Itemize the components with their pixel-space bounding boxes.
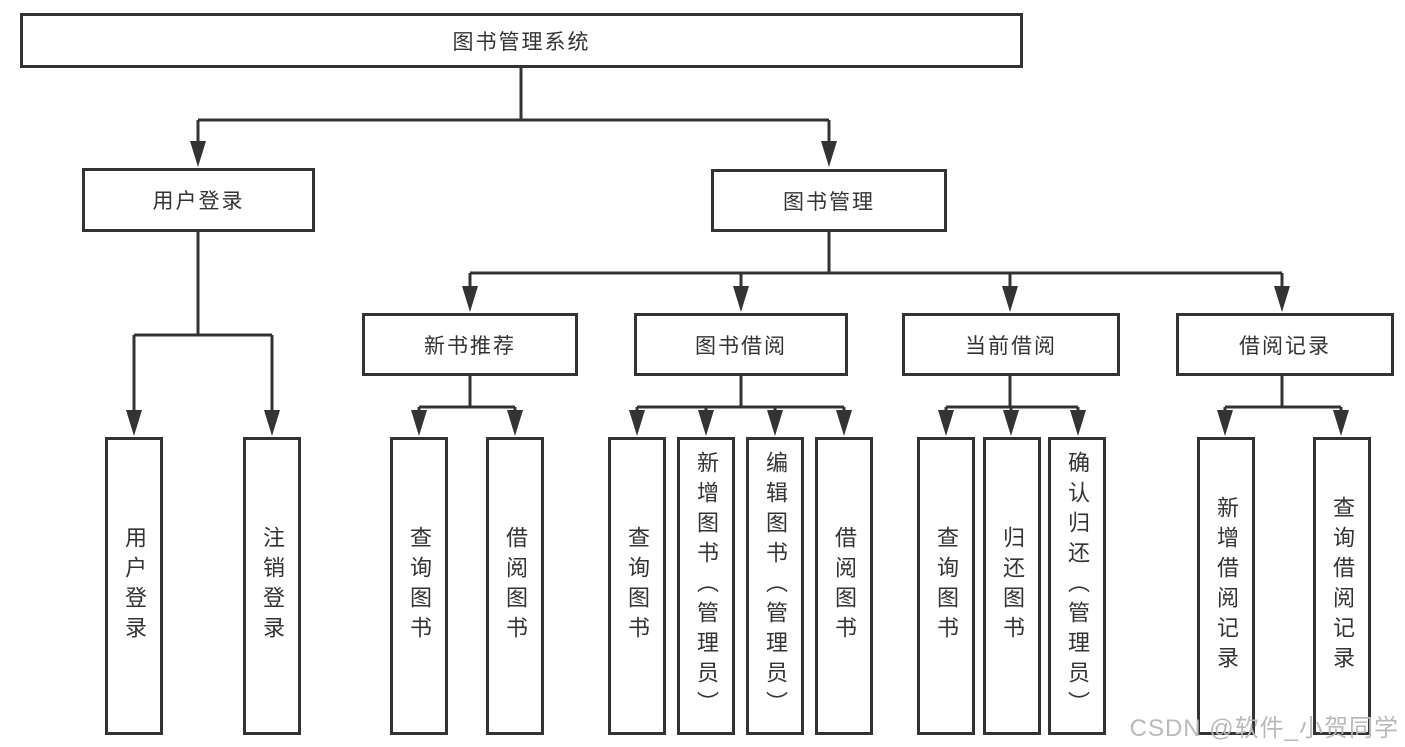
- node-user-login: 用户登录: [82, 168, 315, 232]
- node-label: 新增借阅记录: [1214, 496, 1239, 676]
- node-label: 新增图书（管理员）: [694, 451, 719, 721]
- node-new-book-recommend: 新书推荐: [362, 313, 578, 376]
- node-label: 确认归还（管理员）: [1065, 451, 1090, 721]
- node-label: 当前借阅: [965, 334, 1057, 358]
- node-label: 图书管理系统: [452, 30, 591, 54]
- node-label: 用户登录: [122, 526, 147, 646]
- node-label: 图书管理: [783, 190, 875, 214]
- node-label: 借阅图书: [832, 526, 857, 646]
- csdn-watermark: CSDN @软件_小贺同学: [1129, 715, 1399, 742]
- leaf-query-borrow-record: 查询借阅记录: [1313, 437, 1371, 735]
- connector-borrowing-records-children: [1217, 376, 1349, 436]
- node-label: 查询借阅记录: [1330, 496, 1355, 676]
- leaf-query-books-current: 查询图书: [917, 437, 975, 735]
- leaf-return-books: 归还图书: [983, 437, 1041, 735]
- leaf-borrow-books-borrowing: 借阅图书: [815, 437, 873, 735]
- node-label: 归还图书: [1000, 526, 1025, 646]
- node-label: 查询图书: [625, 526, 650, 646]
- connector-new-book-recommend-children: [411, 376, 523, 436]
- leaf-query-books-recommend: 查询图书: [390, 437, 448, 735]
- node-label: 查询图书: [407, 526, 432, 646]
- node-label: 用户登录: [152, 190, 245, 213]
- node-label: 借阅图书: [503, 526, 528, 646]
- leaf-add-books-admin: 新增图书（管理员）: [677, 437, 735, 735]
- node-book-borrowing: 图书借阅: [634, 313, 848, 376]
- node-label: 注销登录: [260, 526, 285, 646]
- node-label: 查询图书: [934, 526, 959, 646]
- node-library-system: 图书管理系统: [20, 13, 1023, 68]
- connector-user-login-children: [126, 232, 280, 436]
- leaf-confirm-return-admin: 确认归还（管理员）: [1048, 437, 1106, 735]
- leaf-user-login: 用户登录: [105, 437, 163, 735]
- connector-root-to-level2: [190, 68, 837, 167]
- connector-book-borrowing-children: [629, 376, 852, 436]
- node-label: 借阅记录: [1239, 334, 1331, 358]
- leaf-add-borrow-record: 新增借阅记录: [1197, 437, 1255, 735]
- node-label: 新书推荐: [424, 334, 516, 358]
- leaf-borrow-books-recommend: 借阅图书: [486, 437, 544, 735]
- connector-current-borrowing-children: [938, 376, 1086, 436]
- leaf-logout: 注销登录: [243, 437, 301, 735]
- node-book-management: 图书管理: [711, 169, 947, 232]
- node-borrowing-records: 借阅记录: [1176, 313, 1394, 376]
- node-label: 编辑图书（管理员）: [763, 451, 788, 721]
- node-label: 图书借阅: [695, 334, 787, 358]
- connector-book-management-children: [462, 232, 1290, 312]
- leaf-edit-books-admin: 编辑图书（管理员）: [746, 437, 804, 735]
- leaf-query-books-borrowing: 查询图书: [608, 437, 666, 735]
- node-current-borrowing: 当前借阅: [902, 313, 1120, 376]
